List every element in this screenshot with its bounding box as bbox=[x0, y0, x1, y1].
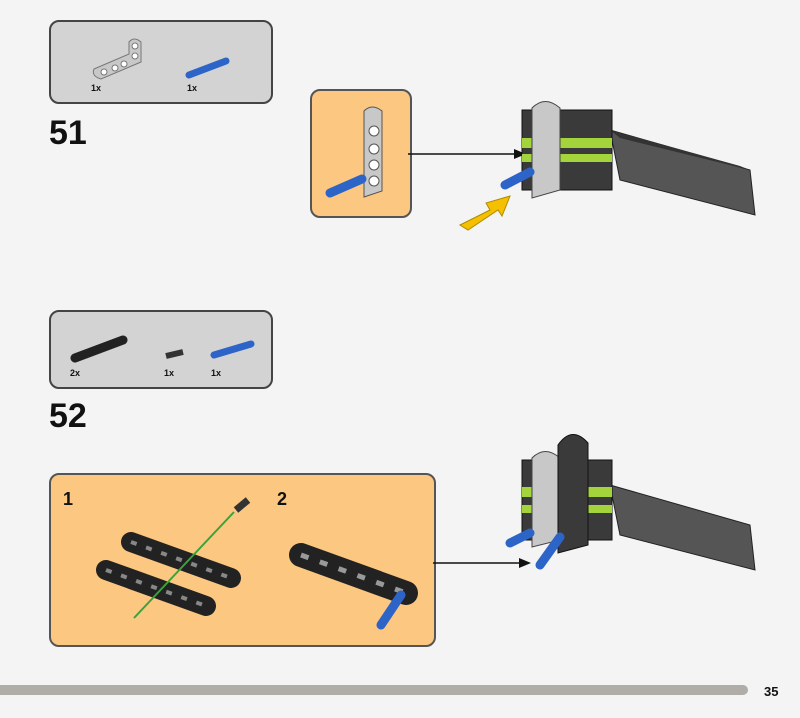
angle-beam-part bbox=[92, 38, 142, 80]
part-qty: 1x bbox=[164, 368, 175, 378]
callout-step-51 bbox=[310, 89, 412, 218]
part-qty: 1x bbox=[91, 83, 102, 93]
model-step-52 bbox=[505, 434, 756, 571]
substep-number: 2 bbox=[277, 489, 288, 509]
part-qty: 1x bbox=[187, 83, 198, 93]
connector-arrow bbox=[433, 558, 531, 568]
parts-list-step-52: 2x 1x 1x bbox=[49, 310, 273, 389]
page-number: 35 bbox=[764, 684, 779, 699]
black-beam-part bbox=[70, 335, 128, 363]
step-number: 52 bbox=[49, 397, 87, 435]
substep-2-illustration bbox=[289, 543, 418, 630]
callout-step-52: 1 2 bbox=[49, 473, 436, 647]
model-step-51 bbox=[458, 101, 756, 231]
connector-arrow bbox=[408, 149, 526, 159]
part-qty: 2x bbox=[70, 368, 81, 378]
step-number: 51 bbox=[49, 114, 87, 152]
parts-list-step-51: 1x 1x bbox=[49, 20, 273, 104]
page-footer-bar bbox=[0, 685, 748, 695]
blue-pin-part bbox=[185, 57, 230, 79]
blue-pin-part bbox=[210, 340, 255, 359]
black-pin-part bbox=[165, 349, 184, 359]
part-qty: 1x bbox=[211, 368, 222, 378]
insert-arrow bbox=[458, 195, 511, 231]
substep-1-illustration bbox=[96, 497, 251, 619]
substep-number: 1 bbox=[63, 489, 74, 509]
subassembly-illustration bbox=[325, 106, 383, 198]
